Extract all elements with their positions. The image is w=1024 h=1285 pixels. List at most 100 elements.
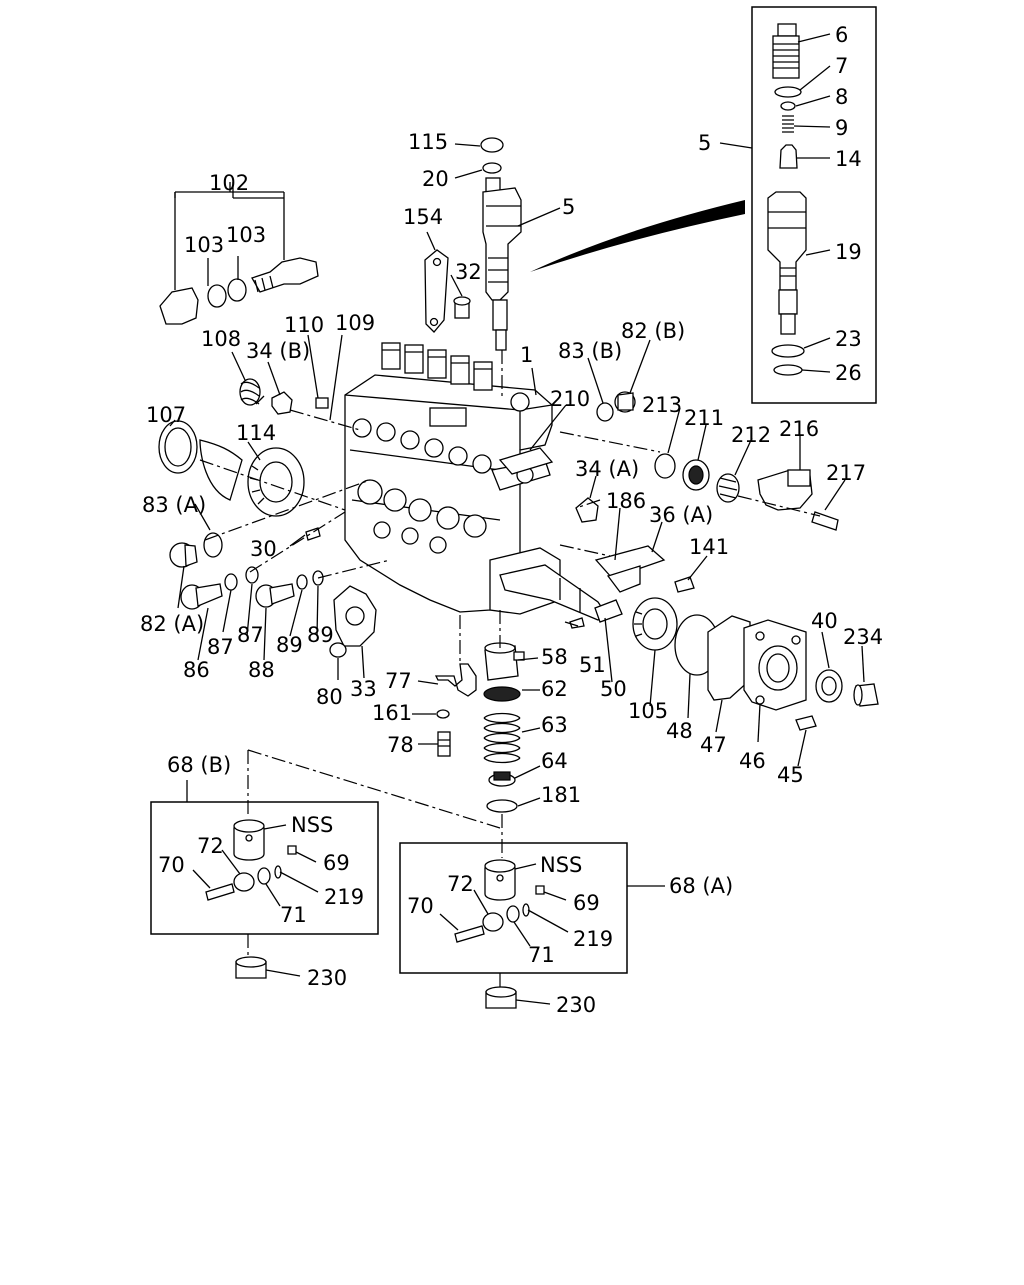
callout-217: 217: [826, 461, 866, 485]
callout-230-a: 230: [556, 993, 596, 1017]
part-46-cover: [743, 619, 807, 711]
callout-48: 48: [666, 719, 693, 743]
callout-5-main: 5: [562, 195, 575, 219]
part-211-bearing: [682, 459, 710, 491]
part-213-washer: [654, 453, 676, 479]
part-154-bracket: [424, 249, 449, 333]
callout-154: 154: [403, 205, 443, 229]
callout-110: 110: [284, 313, 324, 337]
part-34b-plug: [271, 391, 293, 415]
callout-68b: 68 (B): [167, 753, 231, 777]
callout-34b: 34 (B): [246, 339, 310, 363]
callout-47: 47: [700, 733, 727, 757]
callout-64: 64: [541, 749, 568, 773]
callout-78: 78: [387, 733, 414, 757]
delivery-valve-detail-box: [751, 6, 877, 404]
callout-105: 105: [628, 699, 668, 723]
callout-34a: 34 (A): [575, 457, 639, 481]
part-6-fitting: [772, 23, 800, 79]
callout-82a: 82 (A): [140, 612, 204, 636]
part-50-key: [594, 599, 623, 623]
callout-30: 30: [250, 537, 277, 561]
part-51-pin: [569, 617, 585, 629]
part-19-valve-holder: [767, 191, 807, 335]
label-nss-b: NSS: [291, 813, 333, 837]
part-26-oring: [773, 364, 803, 376]
part-88-bolt: [255, 583, 295, 608]
part-105-bearing: [632, 597, 678, 651]
callout-71-a: 71: [528, 943, 555, 967]
callout-50: 50: [600, 677, 627, 701]
callout-labels: 6 7 8 9 14 19 23 26 5 115 20 5 154 32 10…: [140, 23, 883, 1017]
part-83b-washer: [596, 402, 614, 422]
callout-80: 80: [316, 685, 343, 709]
callout-32: 32: [455, 260, 482, 284]
part-9-spring: [782, 115, 794, 133]
callout-82b: 82 (B): [621, 319, 685, 343]
callout-6: 6: [835, 23, 848, 47]
left-leaders: [169, 182, 463, 680]
callout-114: 114: [236, 421, 276, 445]
callout-102: 102: [209, 171, 249, 195]
callout-181: 181: [541, 783, 581, 807]
part-80-nut: [329, 642, 347, 658]
part-161-washer: [436, 709, 450, 719]
part-77-bracket: [434, 663, 477, 697]
part-110-pin: [315, 397, 329, 409]
part-86-bolt: [180, 583, 223, 610]
part-82a-plug: [169, 542, 198, 568]
callout-219-b: 219: [324, 885, 364, 909]
part-20-washer: [482, 162, 502, 174]
callout-71-b: 71: [280, 903, 307, 927]
part-87-washer-a: [224, 573, 238, 591]
part-45-bolt: [795, 715, 817, 731]
part-186-plate: [594, 545, 666, 593]
part-217-bolt: [811, 511, 839, 531]
injection-pump-body: [344, 342, 607, 621]
part-216-lever: [757, 469, 813, 511]
label-nss-a: NSS: [540, 853, 582, 877]
callout-9: 9: [835, 116, 848, 140]
callout-33: 33: [350, 677, 377, 701]
part-32-plug: [453, 296, 471, 319]
callout-161: 161: [372, 701, 412, 725]
callout-88: 88: [248, 658, 275, 682]
callout-213: 213: [642, 393, 682, 417]
center-leaders: [247, 143, 561, 858]
assembly-68a-parts: [439, 859, 665, 1009]
callout-186: 186: [606, 489, 646, 513]
callout-19: 19: [835, 240, 862, 264]
part-33-gasket: [333, 585, 377, 647]
callout-70-a: 70: [407, 894, 434, 918]
part-34a-plug: [575, 497, 599, 523]
callout-234: 234: [843, 625, 883, 649]
part-23-oring: [771, 344, 805, 358]
callout-216: 216: [779, 417, 819, 441]
part-102-overflow-valve: [159, 182, 319, 325]
callout-14: 14: [835, 147, 862, 171]
callout-103-a: 103: [184, 233, 224, 257]
assembly-68a-box: [399, 842, 628, 974]
callout-89-a: 89: [276, 633, 303, 657]
part-107-seal-ring: [158, 420, 198, 474]
callout-72-b: 72: [197, 834, 224, 858]
assembly-68b-box: [150, 801, 379, 935]
part-234-collar: [853, 683, 879, 707]
callout-1: 1: [520, 343, 533, 367]
callout-45: 45: [777, 763, 804, 787]
assembly-68b-parts: [186, 780, 319, 979]
callout-87-a: 87: [207, 635, 234, 659]
callout-69-a: 69: [573, 891, 600, 915]
callout-212: 212: [731, 423, 771, 447]
part-87-washer-b: [245, 566, 259, 584]
callout-107: 107: [146, 403, 186, 427]
callout-26: 26: [835, 361, 862, 385]
part-89-washer-a: [296, 574, 308, 590]
callout-89-b: 89: [307, 623, 334, 647]
part-8-washer: [780, 101, 796, 111]
part-181-washer: [486, 799, 518, 813]
callout-69-b: 69: [323, 851, 350, 875]
callout-5-box: 5: [698, 131, 711, 155]
callout-40: 40: [811, 609, 838, 633]
